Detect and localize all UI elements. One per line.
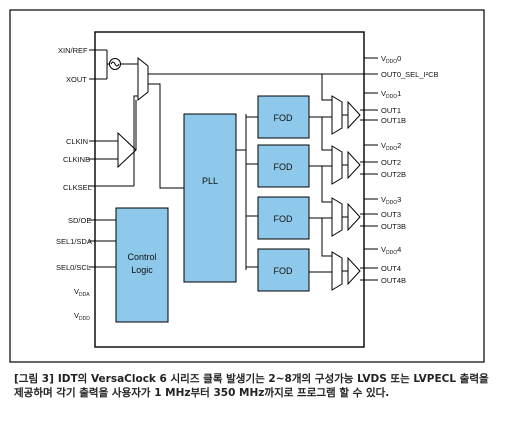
figure-caption: [그림 3] IDT의 VersaClock 6 시리즈 클록 발생기는 2~8… [14,372,492,400]
pin-sd-oe: SD/OE [68,216,91,225]
pin-vddo3: VDDO3 [381,195,401,206]
pin-sel0-scl: SEL0/SCL [56,263,91,272]
fod-label-2: FOD [274,162,293,172]
pin-out3b: OUT3B [381,222,406,231]
clkin-buffer [117,131,137,169]
pin-vddo0: VDDO0 [381,54,401,65]
fod-block-2 [257,144,310,188]
pin-out0-sel-i2cb: OUT0_SEL_I²CB [381,70,439,79]
caption-tag: [그림 3] [14,373,54,385]
pin-vdda: VDDA [74,287,90,298]
pin-out2b: OUT2B [381,170,406,179]
pin-out1: OUT1 [381,106,401,115]
pll-block [183,113,237,283]
pin-xout: XOUT [66,75,87,84]
pin-clkin: CLKIN [66,137,88,146]
pin-out3: OUT3 [381,210,401,219]
diagram-frame [9,9,485,363]
pin-out1b: OUT1B [381,116,406,125]
pin-sel1-sda: SEL1/SDA [56,237,92,246]
pin-vddo1: VDDO1 [381,89,401,100]
fod-label-1: FOD [274,113,293,123]
pin-out2: OUT2 [381,158,401,167]
pll-label: PLL [202,176,218,186]
fod-block-4 [257,248,310,292]
control-logic-label-2: Logic [131,265,153,275]
pin-clksel: CLKSEL [63,183,92,192]
caption-text: IDT의 VersaClock 6 시리즈 클록 발생기는 2~8개의 구성가능… [14,373,489,399]
pin-out4: OUT4 [381,264,401,273]
pin-vddo2: VDDO2 [381,141,401,152]
fod-block-1 [257,95,310,139]
pin-vddo4: VDDO4 [381,245,401,256]
pin-vddd: VDDD [74,311,90,322]
pin-clkinb: CLKINB [63,155,90,164]
chip-outline [94,31,365,348]
pin-out4b: OUT4B [381,276,406,285]
fod-block-3 [257,196,310,240]
control-logic-block [115,207,169,323]
pin-xin-ref: XIN/REF [58,46,88,55]
fod-label-3: FOD [274,214,293,224]
fod-label-4: FOD [274,266,293,276]
input-mux [137,56,149,102]
control-logic-label-1: Control [127,252,156,262]
oscillator-icon [109,58,121,70]
